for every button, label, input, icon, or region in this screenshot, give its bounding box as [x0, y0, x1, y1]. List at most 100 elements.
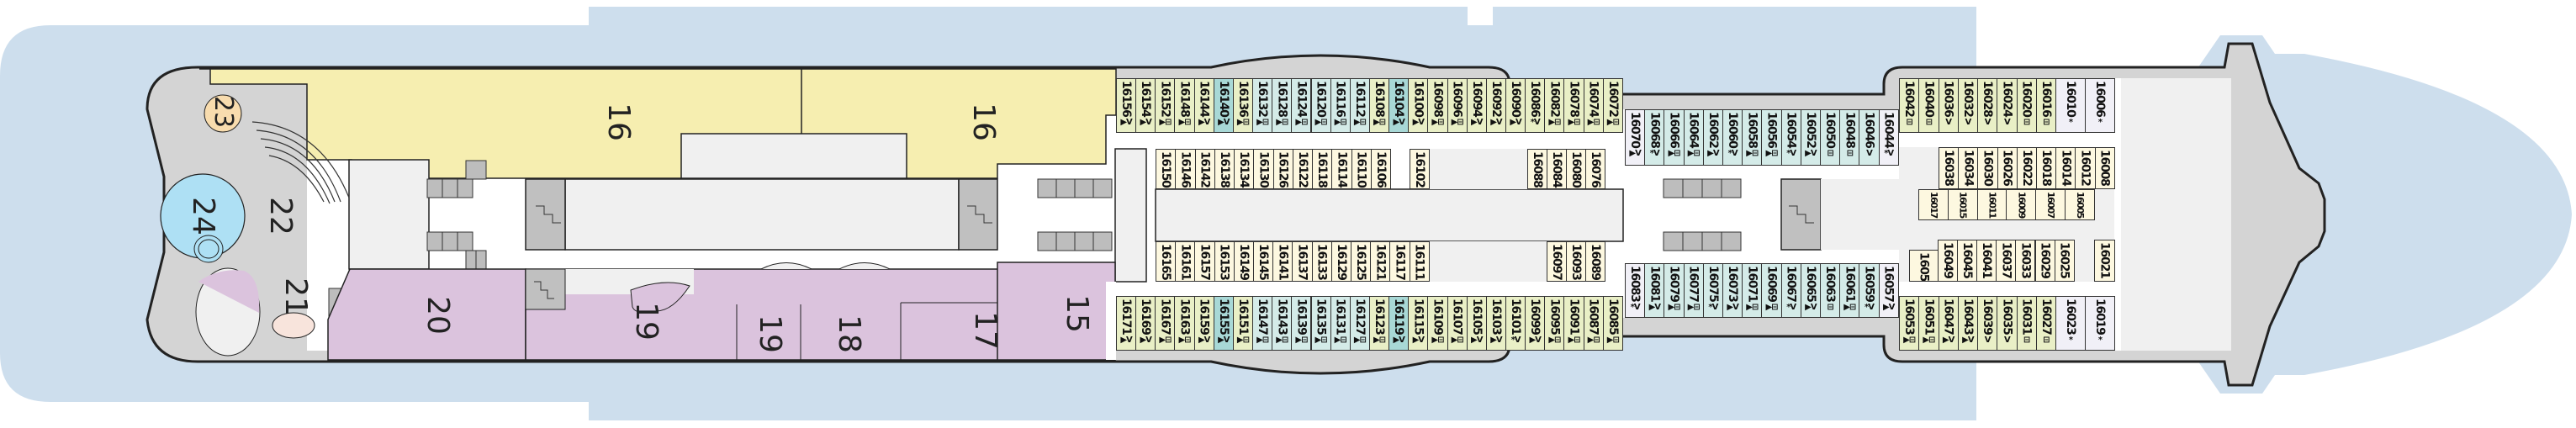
- cabin-16134[interactable]: 16134: [1234, 149, 1255, 189]
- cabin-16102[interactable]: 16102: [1410, 149, 1430, 189]
- cabin-16075[interactable]: 16075*V: [1702, 263, 1723, 318]
- cabin-16146[interactable]: 16146: [1175, 149, 1196, 189]
- cabin-16130[interactable]: 16130: [1253, 149, 1274, 189]
- cabin-16022[interactable]: 16022: [2016, 147, 2037, 189]
- cabin-16052[interactable]: 16052▶V: [1800, 109, 1821, 166]
- cabin-16140[interactable]: 16140▶V: [1213, 78, 1234, 133]
- cabin-16048[interactable]: 16048⊟: [1839, 109, 1860, 166]
- cabin-16125[interactable]: 16125: [1351, 241, 1372, 282]
- cabin-16026[interactable]: 16026: [1997, 147, 2018, 189]
- cabin-16142[interactable]: 16142: [1194, 149, 1215, 189]
- cabin-16047[interactable]: 16047▶V: [1938, 296, 1959, 351]
- cabin-16005[interactable]: 16005: [2065, 189, 2095, 220]
- cabin-16017[interactable]: 16017: [1918, 189, 1949, 220]
- cabin-16124[interactable]: 16124▶⊟: [1291, 78, 1312, 133]
- cabin-16044[interactable]: 16044*V: [1878, 109, 1899, 166]
- cabin-16122[interactable]: 16122: [1292, 149, 1313, 189]
- cabin-16154[interactable]: 16154▶V: [1135, 78, 1156, 133]
- cabin-16051[interactable]: 16051▶⊟: [1918, 296, 1939, 351]
- cabin-16080[interactable]: 16080: [1566, 149, 1586, 189]
- cabin-16065[interactable]: 16065▶V: [1800, 263, 1821, 318]
- cabin-16091[interactable]: 16091▶⊟: [1563, 296, 1584, 351]
- cabin-16100[interactable]: 16100▶V: [1408, 78, 1429, 133]
- cabin-16128[interactable]: 16128▶⊟: [1272, 78, 1293, 133]
- cabin-16064[interactable]: 16064▶⊟: [1683, 109, 1704, 166]
- cabin-16068[interactable]: 16068*V: [1644, 109, 1665, 166]
- cabin-16097[interactable]: 16097: [1547, 241, 1567, 282]
- cabin-16135[interactable]: 16135▶⊟: [1310, 296, 1331, 351]
- cabin-16055[interactable]: 16055*: [1909, 250, 1939, 282]
- cabin-16030[interactable]: 16030: [1977, 147, 1998, 189]
- cabin-16149[interactable]: 16149: [1233, 241, 1254, 282]
- cabin-16150[interactable]: 16150: [1156, 149, 1177, 189]
- cabin-16112[interactable]: 16112▶⊟: [1349, 78, 1370, 133]
- cabin-16014[interactable]: 16014: [2055, 147, 2076, 189]
- cabin-16096[interactable]: 16096▶⊟: [1447, 78, 1468, 133]
- cabin-16094[interactable]: 16094▶V: [1466, 78, 1487, 133]
- cabin-16010[interactable]: 16010*: [2055, 78, 2086, 133]
- cabin-16074[interactable]: 16074▶⊟: [1583, 78, 1604, 133]
- cabin-16060[interactable]: 16060*V: [1722, 109, 1743, 166]
- cabin-16034[interactable]: 16034: [1958, 147, 1979, 189]
- cabin-16066[interactable]: 16066▶⊟: [1664, 109, 1685, 166]
- cabin-16120[interactable]: 16120▶⊟: [1310, 78, 1331, 133]
- cabin-16079[interactable]: 16079▶⊟: [1664, 263, 1685, 318]
- cabin-16169[interactable]: 16169▶V: [1135, 296, 1156, 351]
- cabin-16059[interactable]: 16059*V: [1859, 263, 1880, 318]
- venue-16-fwd[interactable]: 16: [966, 103, 1001, 141]
- venue-17[interactable]: 17: [968, 311, 1002, 350]
- cabin-16053[interactable]: 16053▶⊟: [1899, 296, 1920, 351]
- cabin-16143[interactable]: 16143▶⊟: [1272, 296, 1293, 351]
- cabin-16061[interactable]: 16061▶⊟: [1839, 263, 1860, 318]
- cabin-16109[interactable]: 16109▶⊟: [1427, 296, 1448, 351]
- cabin-16021[interactable]: 16021: [2094, 240, 2115, 282]
- venue-18[interactable]: 18: [832, 314, 866, 353]
- cabin-16043[interactable]: 16043▶V: [1957, 296, 1978, 351]
- cabin-16103[interactable]: 16103▶V: [1485, 296, 1506, 351]
- cabin-16081[interactable]: 16081▶V: [1644, 263, 1665, 318]
- cabin-16165[interactable]: 16165: [1156, 241, 1177, 282]
- venue-20[interactable]: 20: [421, 296, 455, 335]
- cabin-16063[interactable]: 16063⊟: [1820, 263, 1841, 318]
- cabin-16008[interactable]: 16008: [2094, 147, 2115, 189]
- cabin-16137[interactable]: 16137: [1292, 241, 1313, 282]
- cabin-16132[interactable]: 16132▶⊟: [1252, 78, 1273, 133]
- cabin-16099[interactable]: 16099▶V: [1525, 296, 1546, 351]
- cabin-16025[interactable]: 16025: [2054, 240, 2075, 282]
- cabin-16151[interactable]: 16151▶⊟: [1232, 296, 1254, 351]
- cabin-16082[interactable]: 16082▶⊟: [1544, 78, 1565, 133]
- cabin-16016[interactable]: 16016⊟: [2035, 78, 2056, 133]
- cabin-16018[interactable]: 16018: [2036, 147, 2057, 189]
- cabin-16163[interactable]: 16163▶⊟: [1174, 296, 1195, 351]
- cabin-16153[interactable]: 16153: [1214, 241, 1235, 282]
- cabin-16023[interactable]: 16023*: [2055, 296, 2086, 351]
- cabin-16131[interactable]: 16131▶⊟: [1330, 296, 1351, 351]
- cabin-16087[interactable]: 16087▶⊟: [1583, 296, 1604, 351]
- cabin-16078[interactable]: 16078▶⊟: [1563, 78, 1584, 133]
- cabin-16086[interactable]: 16086*V: [1525, 78, 1546, 133]
- cabin-16088[interactable]: 16088: [1527, 149, 1547, 189]
- cabin-16040[interactable]: 16040⊟: [1918, 78, 1939, 133]
- venue-21[interactable]: 21: [278, 277, 313, 316]
- cabin-16156[interactable]: 16156▶V: [1116, 78, 1137, 133]
- cabin-16144[interactable]: 16144▶V: [1193, 78, 1214, 133]
- venue-19-a[interactable]: 19: [629, 302, 664, 341]
- cabin-16161[interactable]: 16161: [1175, 241, 1196, 282]
- cabin-16095[interactable]: 16095▶⊟: [1544, 296, 1565, 351]
- cabin-16127[interactable]: 16127▶⊟: [1349, 296, 1370, 351]
- cabin-16123[interactable]: 16123▶⊟: [1368, 296, 1390, 351]
- cabin-16072[interactable]: 16072▶⊟: [1602, 78, 1623, 133]
- cabin-16084[interactable]: 16084: [1547, 149, 1567, 189]
- cabin-16118[interactable]: 16118: [1312, 149, 1333, 189]
- cabin-16085[interactable]: 16085▶⊟: [1602, 296, 1623, 351]
- cabin-16121[interactable]: 16121: [1370, 241, 1391, 282]
- cabin-16058[interactable]: 16058▶⊟: [1742, 109, 1763, 166]
- cabin-16076[interactable]: 16076: [1585, 149, 1605, 189]
- cabin-16071[interactable]: 16071▶⊟: [1742, 263, 1763, 318]
